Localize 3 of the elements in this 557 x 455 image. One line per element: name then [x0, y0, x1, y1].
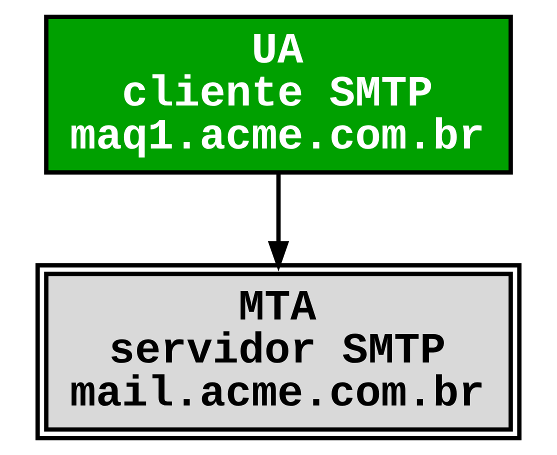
node-box: UA cliente SMTP maq1.acme.com.br — [44, 14, 513, 175]
node-box: MTA servidor SMTP mail.acme.com.br — [35, 263, 522, 440]
arrow — [268, 172, 290, 272]
